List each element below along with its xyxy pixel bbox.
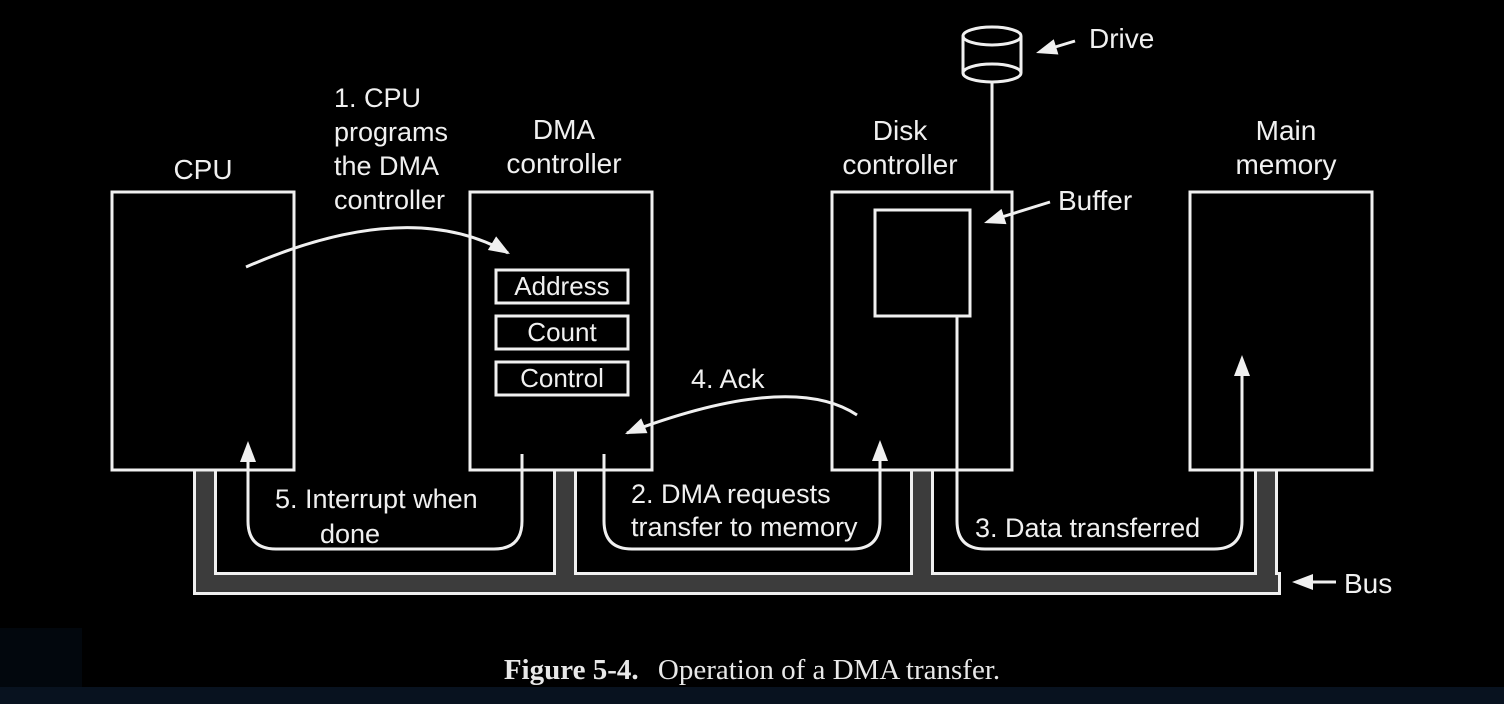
step-3-arrow (955, 316, 1244, 551)
figure-caption-number: Figure 5-4. (504, 654, 639, 686)
dma-controller-label-line-2: controller (506, 148, 621, 179)
step-4-arrow (626, 395, 858, 435)
step-3-arrowhead-icon (1234, 355, 1250, 376)
step-4-label: 4. Ack (691, 364, 765, 394)
address-register-box (494, 268, 630, 305)
address-register-label: Address (514, 271, 609, 301)
bottom-strip (0, 687, 1504, 704)
control-register-box (494, 360, 630, 397)
cpu-box (110, 190, 296, 472)
step-5-label-line-1: 5. Interrupt when (275, 484, 478, 514)
main-memory-label-line-1: Main (1256, 115, 1317, 146)
disk-controller-box (830, 190, 1014, 472)
figure-caption: Figure 5-4. Operation of a DMA transfer. (504, 654, 1000, 686)
step-5-arrowhead-icon (240, 441, 256, 462)
disk-controller-label-line-2: controller (842, 149, 957, 180)
buffer-callout-arrowhead-icon (984, 208, 1007, 225)
step-1-label-line-4: controller (334, 185, 445, 215)
step-2-arrow (602, 454, 882, 551)
buffer-label: Buffer (1058, 185, 1132, 216)
step-1-label-line-3: the DMA (334, 151, 439, 181)
count-register-box (494, 314, 630, 351)
bus-callout-arrowhead-icon (1292, 574, 1313, 590)
drive-label: Drive (1089, 23, 1154, 54)
control-register-label: Control (520, 363, 604, 393)
step-2-label-line-2: transfer to memory (631, 512, 858, 542)
bus (193, 470, 1281, 595)
step-4-arrowhead-icon (625, 418, 648, 434)
figure-caption-text: Operation of a DMA transfer. (658, 654, 1000, 686)
drive-cylinder-bottom (961, 62, 1023, 84)
step-2-label-line-1: 2. DMA requests (631, 479, 831, 509)
step-5-label-line-2: done (320, 519, 380, 549)
step-3-label: 3. Data transferred (975, 513, 1200, 543)
step-2-arrowhead-icon (872, 440, 888, 461)
dma-controller-box (468, 190, 654, 472)
count-register-label: Count (527, 317, 597, 347)
cpu-label: CPU (173, 154, 232, 185)
main-memory-label-line-2: memory (1235, 149, 1336, 180)
step-1-arrow (245, 226, 509, 269)
disk-controller-label-line-1: Disk (873, 115, 928, 146)
bus-label: Bus (1344, 568, 1392, 599)
drive-cylinder-top (961, 25, 1023, 47)
dma-controller-label-line-1: DMA (533, 114, 596, 145)
main-memory-box (1188, 190, 1374, 472)
step-5-arrow (246, 454, 524, 551)
buffer-box (873, 208, 972, 318)
drive-cylinder-icon (961, 25, 1023, 84)
drive-callout-arrowhead-icon (1036, 39, 1059, 55)
step-1-label-line-1: 1. CPU (334, 83, 421, 113)
corner-tint (0, 628, 82, 687)
step-1-arrowhead-icon (487, 236, 510, 254)
step-1-label-line-2: programs (334, 117, 448, 147)
